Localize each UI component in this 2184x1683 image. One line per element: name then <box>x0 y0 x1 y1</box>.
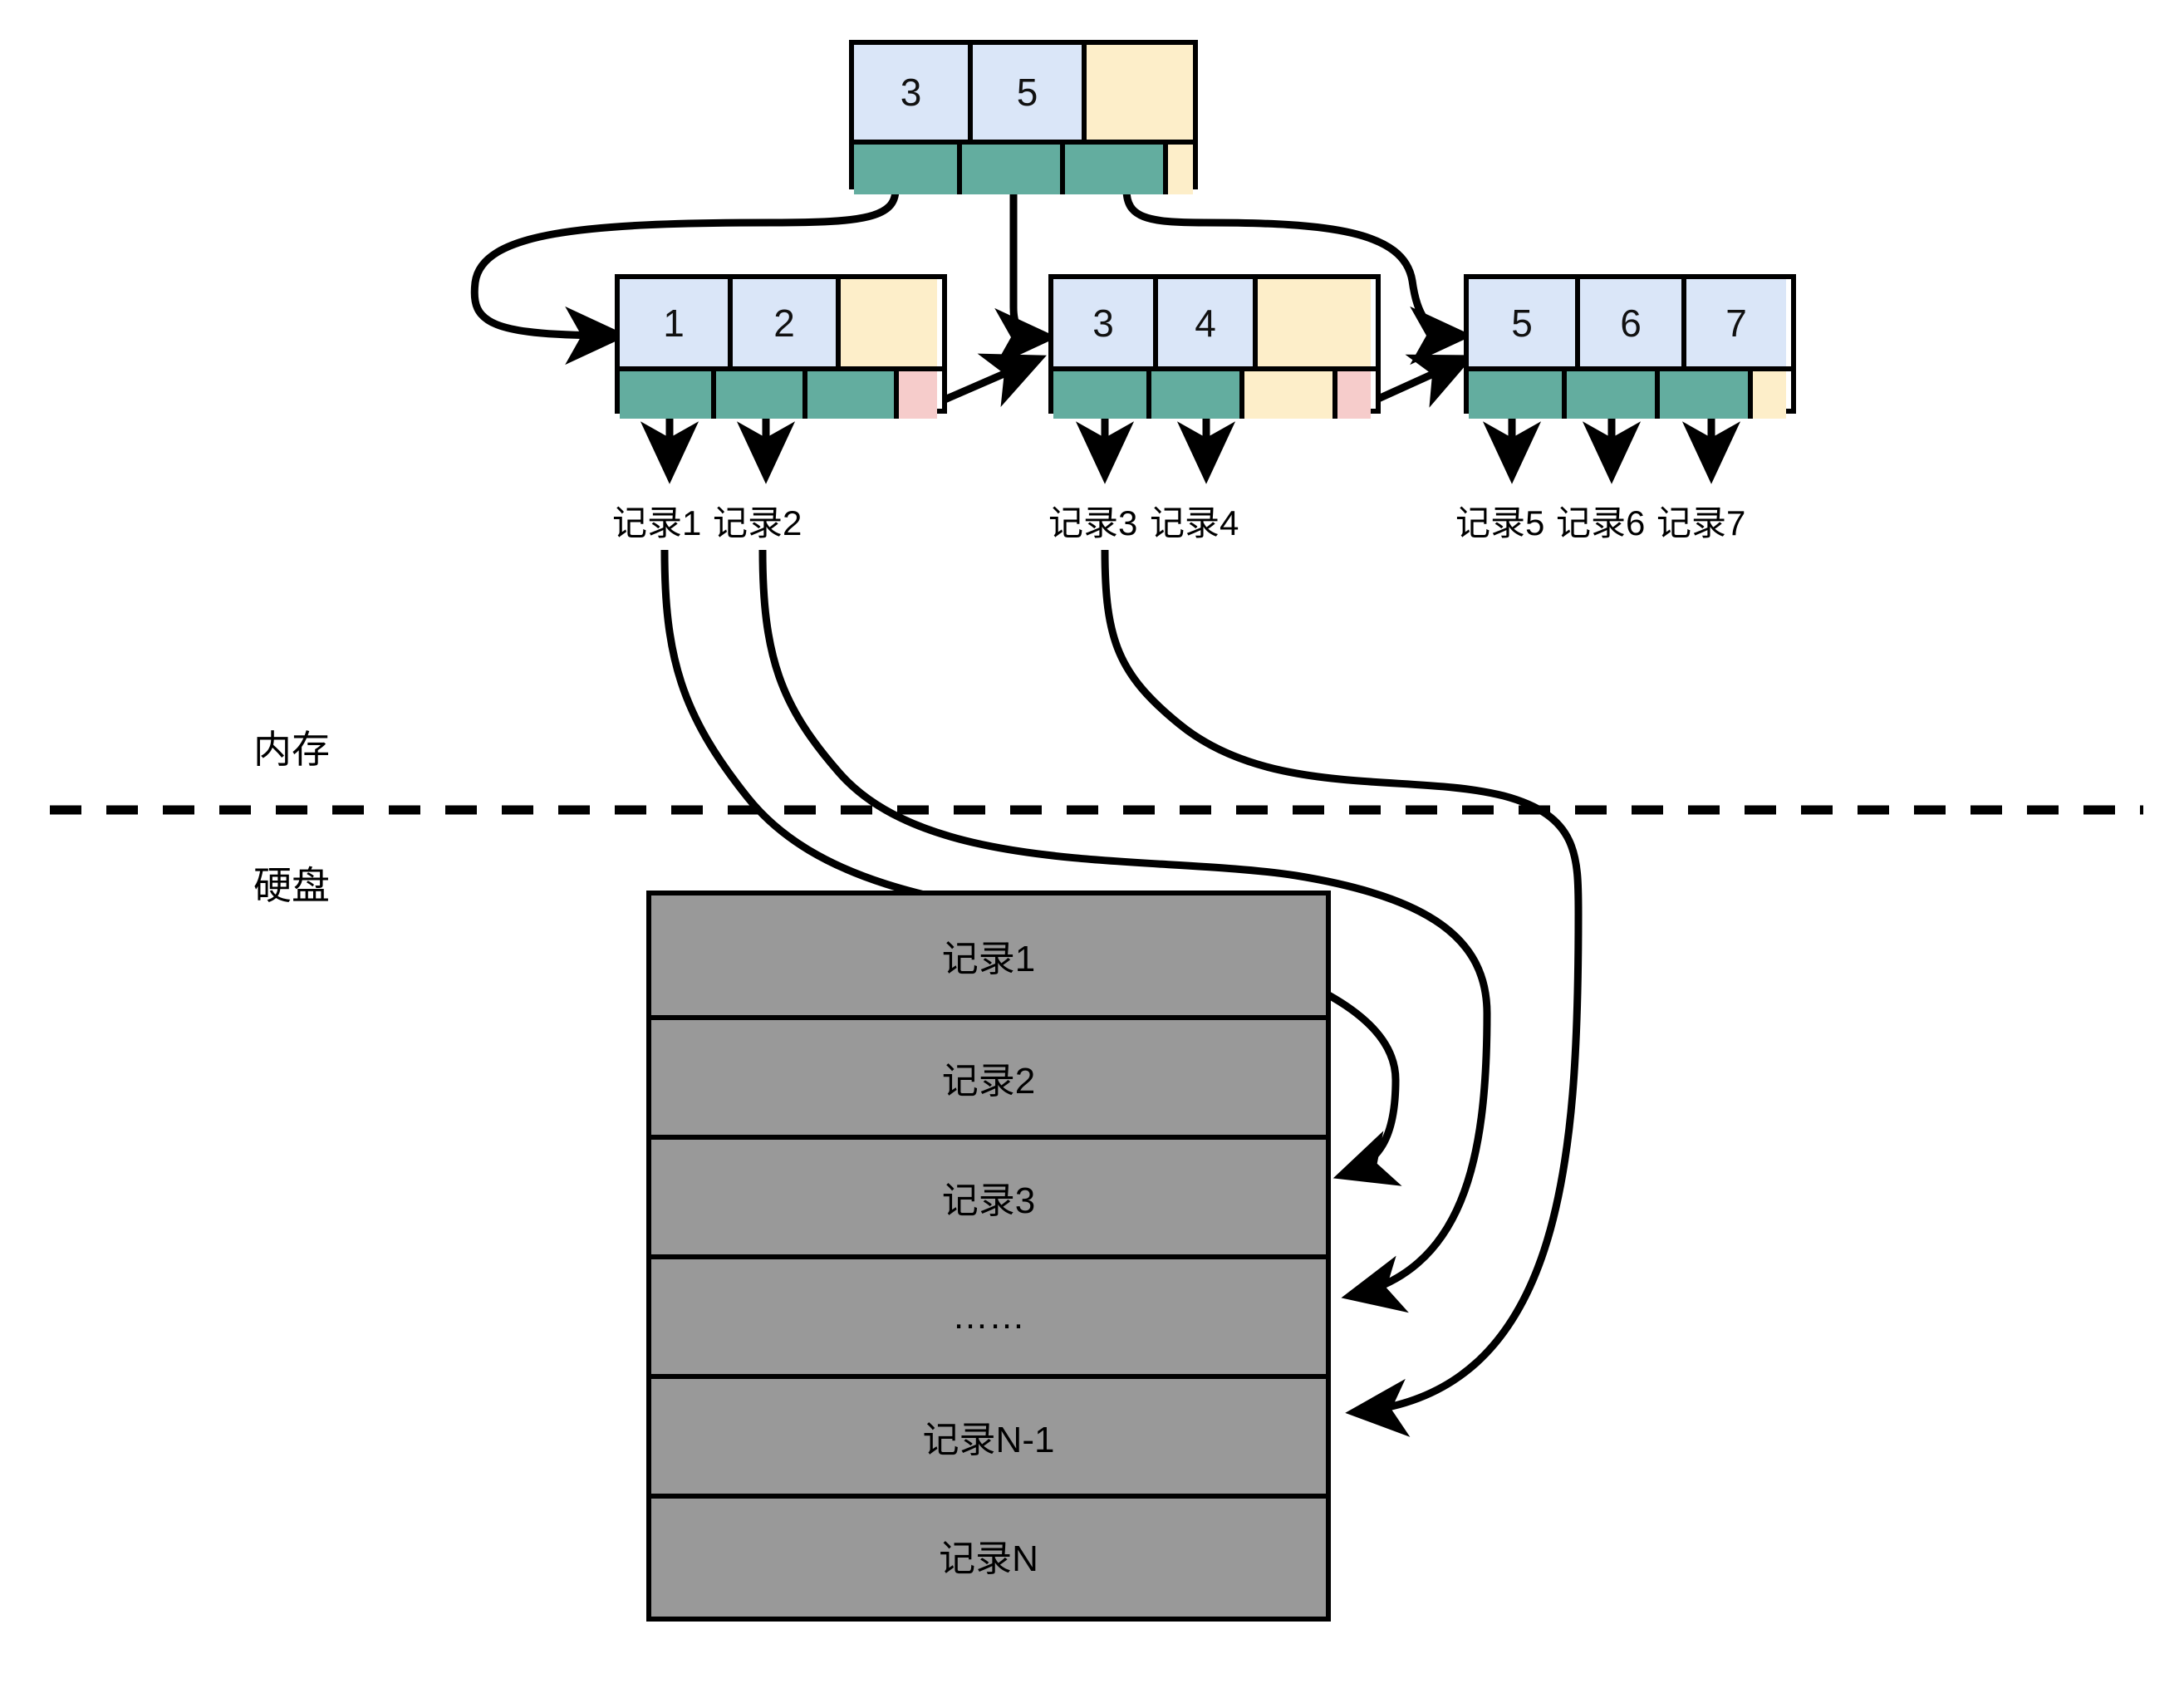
leaf2-key-cell-1: 4 <box>1153 279 1253 366</box>
record-label-6: 记录6 <box>1556 503 1646 542</box>
root-key-cell-0: 3 <box>854 45 968 140</box>
memory-section-label: 内存 <box>253 728 330 771</box>
leaf2-key-cell-2-empty <box>1253 279 1371 366</box>
disk-row-record2[interactable]: 记录2 <box>651 1015 1326 1135</box>
leaf2-sibling-link-cell[interactable] <box>1332 371 1371 419</box>
leaf2-to-leaf3-arrow <box>1367 354 1475 408</box>
disk-row-recordN[interactable]: 记录N <box>651 1494 1326 1612</box>
leaf3-pointer-cell-3-empty <box>1748 371 1786 419</box>
leaf2-pointer-cell-0[interactable] <box>1053 371 1146 419</box>
leaf1-pointer-cell-2[interactable] <box>802 371 894 419</box>
leaf-node-1[interactable]: 1 2 <box>615 274 947 419</box>
record-label-1: 记录1 <box>612 503 702 542</box>
leaf2-pointer-cell-1[interactable] <box>1146 371 1239 419</box>
record-label-4: 记录4 <box>1150 503 1239 542</box>
disk-row-recordN-1[interactable]: 记录N-1 <box>651 1374 1326 1494</box>
disk-record2-arrowhead <box>1341 1013 1491 1313</box>
record-label-3: 记录3 <box>1048 503 1138 542</box>
leaf3-pointer-cell-1[interactable] <box>1562 371 1655 419</box>
leaf3-pointer-cell-2[interactable] <box>1655 371 1748 419</box>
leaf3-pointer-cell-0[interactable] <box>1469 371 1562 419</box>
leaf3-key-cell-2: 7 <box>1681 279 1786 366</box>
disk-row-record3[interactable]: 记录3 <box>651 1135 1326 1254</box>
leaf3-key-cell-1: 6 <box>1575 279 1681 366</box>
record-label-2: 记录2 <box>713 503 802 542</box>
record3-to-disk-path <box>1101 549 1583 915</box>
root-key-cell-2-empty <box>1082 45 1193 140</box>
root-pointer-cell-1[interactable] <box>957 145 1060 194</box>
disk-section-label: 硬盘 <box>253 864 330 907</box>
leaf3-key-cell-0: 5 <box>1469 279 1575 366</box>
leaf1-to-leaf2-arrow <box>935 353 1047 408</box>
leaf2-key-cell-0: 3 <box>1053 279 1153 366</box>
record-label-5: 记录5 <box>1455 503 1545 542</box>
root-to-leaf2-arrow <box>994 189 1058 367</box>
root-pointer-cell-3-empty <box>1163 145 1193 194</box>
leaf1-key-cell-2-empty <box>836 279 937 366</box>
leaf1-key-cell-0: 1 <box>620 279 728 366</box>
leaf1-sibling-link-cell[interactable] <box>894 371 937 419</box>
leaf1-pointer-cell-1[interactable] <box>711 371 802 419</box>
leaf2-pointer-cell-2-empty <box>1239 371 1332 419</box>
disk-row-ellipsis: …… <box>651 1254 1326 1374</box>
root-key-cell-1: 5 <box>968 45 1082 140</box>
root-pointer-cell-0[interactable] <box>854 145 957 194</box>
disk-record1-arrowhead <box>1332 1079 1402 1186</box>
disk-record3-arrowhead <box>1345 913 1583 1437</box>
leaf1-key-cell-1: 2 <box>728 279 836 366</box>
disk-record-table: 记录1 记录2 记录3 …… 记录N-1 记录N <box>646 891 1331 1622</box>
disk-row-record1[interactable]: 记录1 <box>651 895 1326 1015</box>
root-node[interactable]: 3 5 <box>849 40 1198 194</box>
leaf-node-2[interactable]: 3 4 <box>1048 274 1381 419</box>
root-pointer-cell-2[interactable] <box>1060 145 1163 194</box>
record-label-7: 记录7 <box>1656 503 1746 542</box>
leaf-node-3[interactable]: 5 6 7 <box>1464 274 1796 419</box>
leaf1-pointer-cell-0[interactable] <box>620 371 711 419</box>
